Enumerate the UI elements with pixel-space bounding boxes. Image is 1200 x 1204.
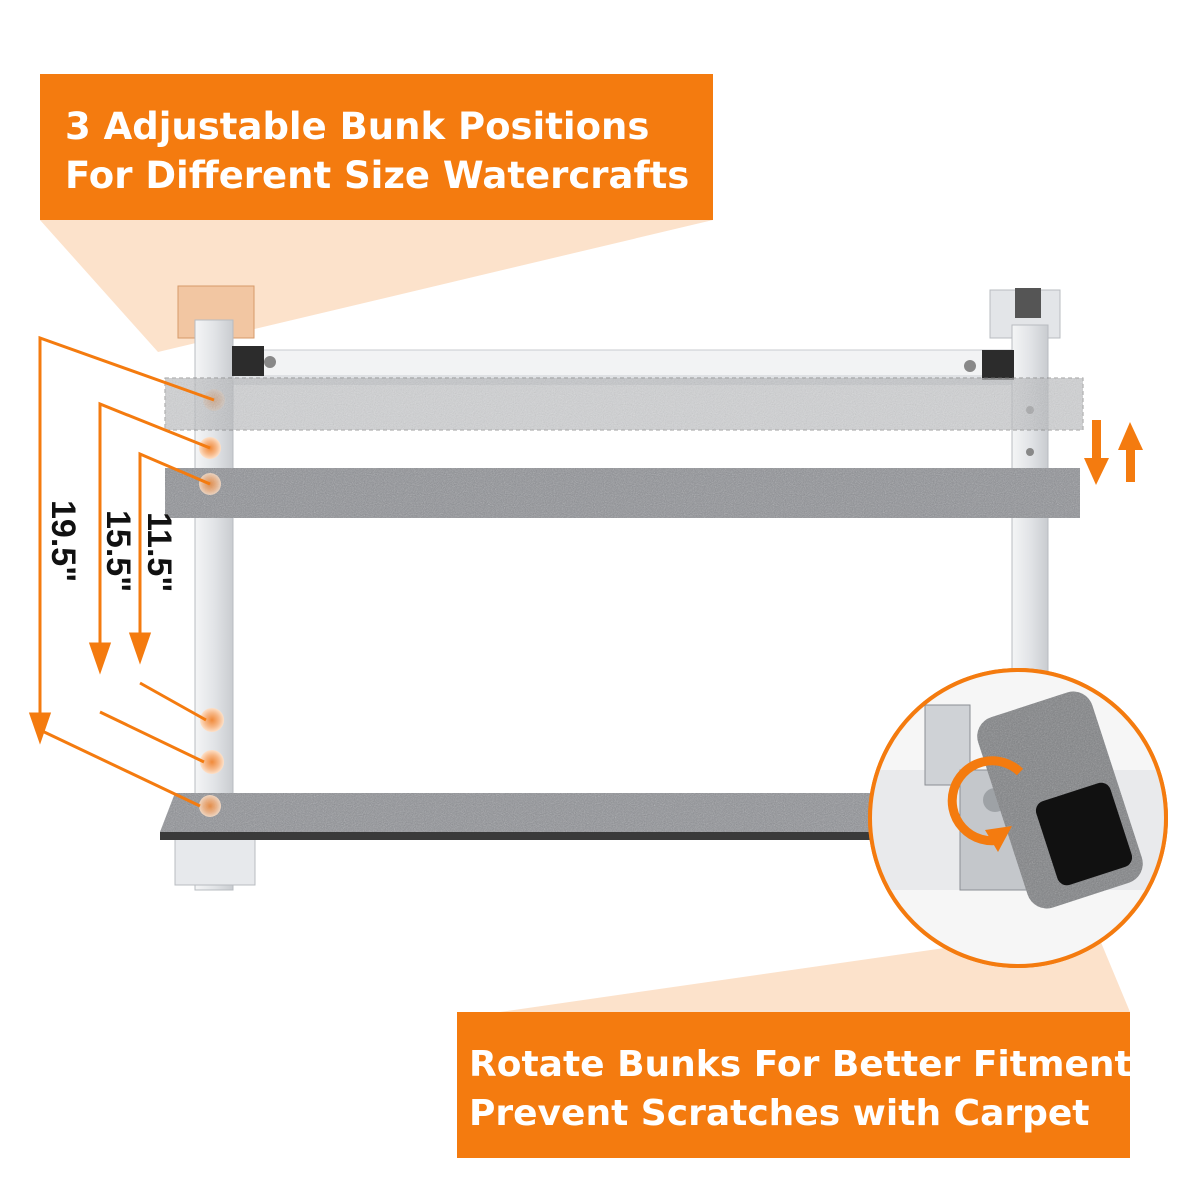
headline-banner: 3 Adjustable Bunk Positions For Differen… bbox=[40, 74, 713, 220]
headline-line-2: For Different Size Watercrafts bbox=[65, 154, 690, 197]
footer-line-2: Prevent Scratches with Carpet bbox=[469, 1093, 1090, 1134]
bottom-bunk bbox=[160, 793, 870, 840]
rotate-detail-inset bbox=[868, 668, 1168, 968]
headline-callout-wedge bbox=[40, 220, 713, 352]
measurement-lines bbox=[28, 335, 215, 808]
measurement-19-5: 19.5" bbox=[44, 500, 82, 583]
rotate-arrow-icon bbox=[947, 756, 1024, 852]
measurement-15-5: 15.5" bbox=[99, 510, 137, 593]
footer-line-1: Rotate Bunks For Better Fitment bbox=[469, 1044, 1132, 1085]
upper-bunk-ghost bbox=[164, 377, 1084, 431]
middle-bunk bbox=[165, 468, 1080, 518]
up-down-arrows-icon bbox=[1084, 420, 1143, 485]
measurement-11-5: 11.5" bbox=[140, 512, 178, 593]
footer-banner: Rotate Bunks For Better Fitment Prevent … bbox=[457, 1012, 1132, 1158]
headline-line-1: 3 Adjustable Bunk Positions bbox=[65, 105, 650, 148]
